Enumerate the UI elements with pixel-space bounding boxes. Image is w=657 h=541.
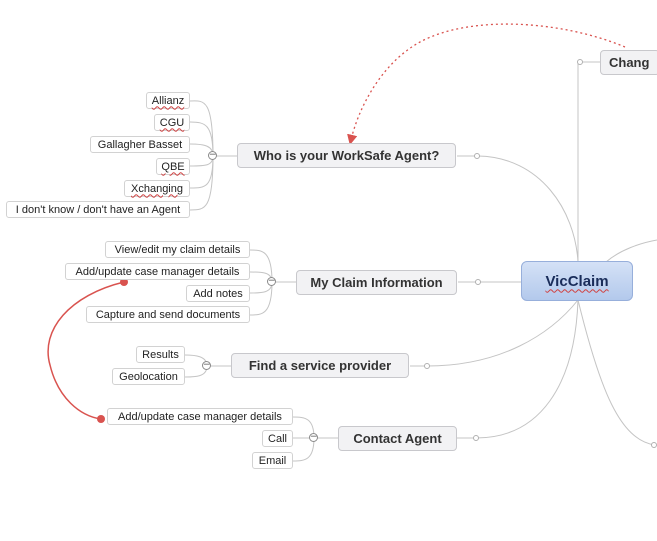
- agent-option-qbe[interactable]: QBE: [156, 158, 190, 175]
- central-topic-vicclaim[interactable]: VicClaim: [521, 261, 633, 301]
- topic-find-service-provider[interactable]: Find a service provider: [231, 353, 409, 378]
- contact-option-call[interactable]: Call: [262, 430, 293, 447]
- connector-claim-view: [249, 249, 273, 283]
- claim-option-add-notes[interactable]: Add notes: [186, 285, 250, 302]
- topic-workSafe-agent[interactable]: Who is your WorkSafe Agent?: [237, 143, 456, 168]
- collapse-contact-icon[interactable]: −: [309, 432, 318, 442]
- provider-option-geolocation[interactable]: Geolocation: [112, 368, 185, 385]
- connector-agent-unknown: [189, 155, 214, 211]
- connector-central-right-lower: [577, 299, 656, 446]
- connector-agent-xchanging: [189, 155, 214, 189]
- claim-option-capture-documents[interactable]: Capture and send documents: [86, 306, 250, 323]
- agent-option-label: QBE: [161, 160, 185, 173]
- connector-contact-email: [292, 437, 315, 462]
- topic-contact-agent[interactable]: Contact Agent: [338, 426, 457, 451]
- connector-central-change: [577, 61, 600, 262]
- connector-agent-allianz: [189, 100, 214, 157]
- collapse-provider-icon[interactable]: −: [202, 360, 211, 370]
- connector-claim-capture: [249, 281, 273, 316]
- agent-option-allianz[interactable]: Allianz: [146, 92, 190, 109]
- agent-option-unknown[interactable]: I don't know / don't have an Agent: [6, 201, 190, 218]
- claim-option-case-manager[interactable]: Add/update case manager details: [65, 263, 250, 280]
- contact-option-case-manager[interactable]: Add/update case manager details: [107, 408, 293, 425]
- agent-option-xchanging[interactable]: Xchanging: [124, 180, 190, 197]
- provider-option-results[interactable]: Results: [136, 346, 185, 363]
- topic-change[interactable]: Chang: [600, 50, 657, 75]
- relationship-dotted-arrow: [347, 23, 626, 146]
- agent-option-cgu[interactable]: CGU: [154, 114, 190, 131]
- agent-option-gallagher[interactable]: Gallagher Basset: [90, 136, 190, 153]
- connector-central-contact: [457, 299, 579, 439]
- collapse-claim-icon[interactable]: −: [267, 276, 276, 286]
- topic-claim-information[interactable]: My Claim Information: [296, 270, 457, 295]
- connector-central-agent: [457, 155, 579, 263]
- connector-central-provider: [410, 299, 579, 367]
- collapse-agent-icon[interactable]: −: [208, 150, 217, 160]
- contact-option-email[interactable]: Email: [252, 452, 293, 469]
- connector-agent-cgu: [189, 121, 214, 157]
- connector-central-right-upper: [605, 239, 657, 263]
- agent-option-label: Allianz: [151, 94, 185, 107]
- agent-option-label: CGU: [159, 116, 185, 129]
- claim-option-view-edit[interactable]: View/edit my claim details: [105, 241, 250, 258]
- relationship-case-manager-link: [47, 281, 125, 420]
- agent-option-label: Xchanging: [131, 182, 183, 195]
